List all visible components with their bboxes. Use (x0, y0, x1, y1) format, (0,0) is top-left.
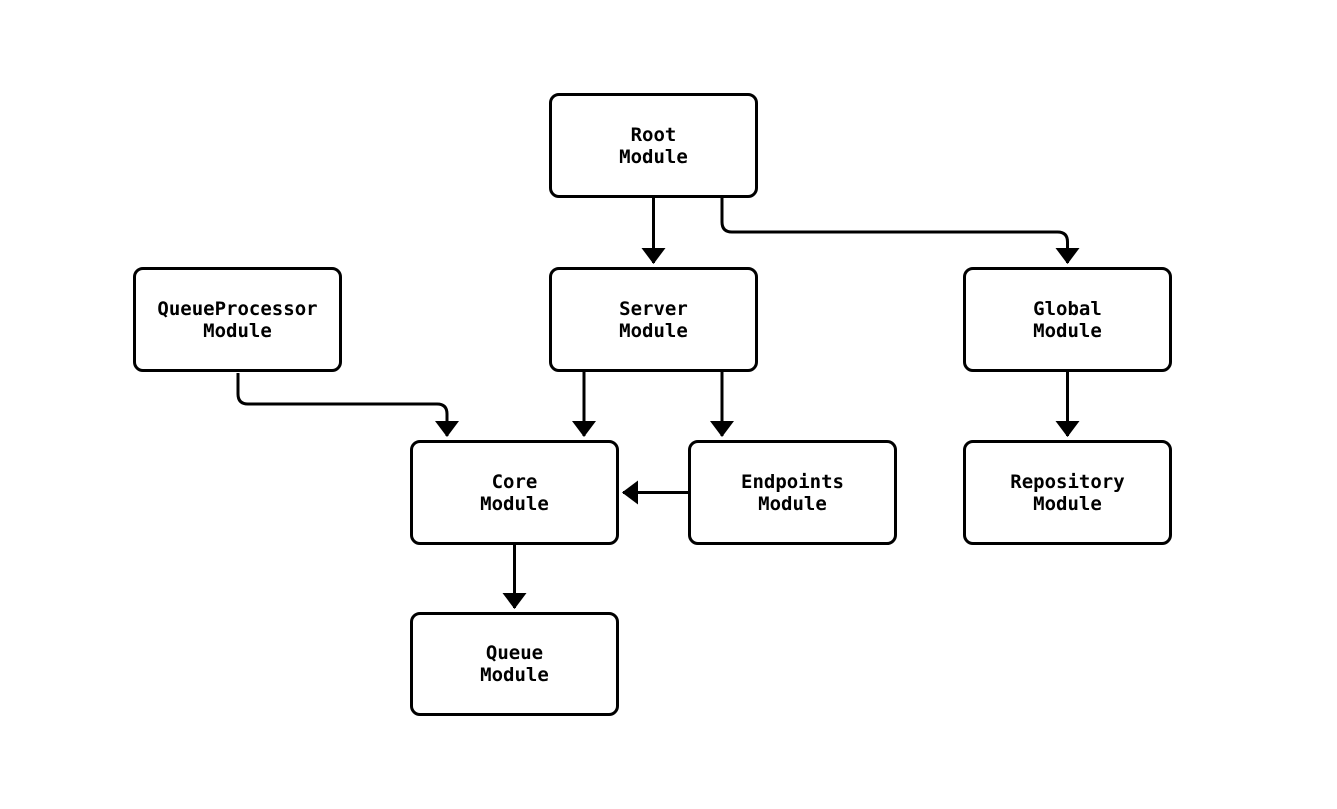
node-queue-module: Queue Module (410, 612, 619, 716)
edge-queueprocessor-to-core-arrow (236, 373, 459, 437)
node-core-module-label: Core Module (480, 470, 549, 515)
node-endpoints-module: Endpoints Module (688, 440, 897, 545)
node-queueprocessor-module-label: QueueProcessor Module (157, 297, 318, 342)
node-global-module-label: Global Module (1033, 297, 1102, 342)
node-repository-module-label: Repository Module (1010, 470, 1125, 515)
node-queueprocessor-module: QueueProcessor Module (133, 267, 342, 372)
node-server-module: Server Module (549, 267, 758, 372)
node-root-module-label: Root Module (619, 123, 688, 168)
edge-root-to-global-arrow (720, 198, 1080, 264)
node-server-module-label: Server Module (619, 297, 688, 342)
node-global-module: Global Module (963, 267, 1172, 372)
node-endpoints-module-label: Endpoints Module (741, 470, 844, 515)
node-core-module: Core Module (410, 440, 619, 545)
node-repository-module: Repository Module (963, 440, 1172, 545)
node-root-module: Root Module (549, 93, 758, 198)
node-queue-module-label: Queue Module (480, 642, 549, 686)
